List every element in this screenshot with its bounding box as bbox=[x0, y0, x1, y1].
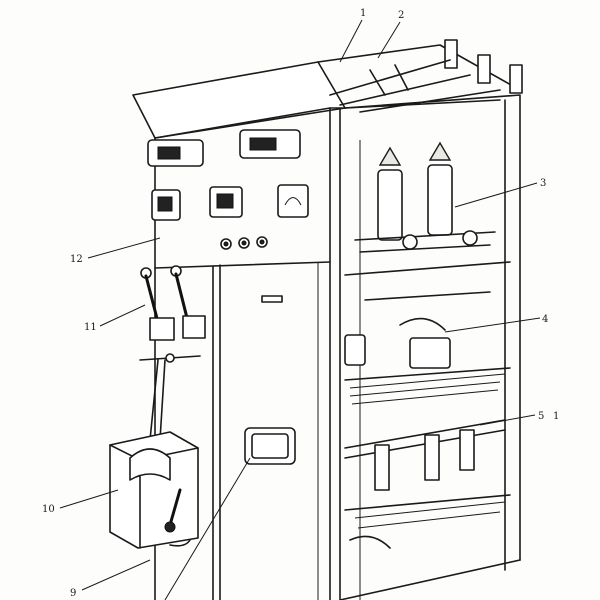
label-4: 4 bbox=[542, 314, 548, 325]
shelf-mid bbox=[344, 367, 511, 381]
crank-lever bbox=[168, 488, 182, 527]
label-3: 3 bbox=[540, 178, 546, 189]
interior-frame bbox=[339, 94, 521, 600]
cabinet-roof bbox=[132, 61, 346, 139]
label-2: 2 bbox=[398, 10, 404, 21]
instrument-panel bbox=[147, 129, 309, 250]
pole-1 bbox=[377, 169, 403, 241]
operating-handles bbox=[139, 265, 206, 441]
mechanism-box bbox=[109, 431, 199, 549]
small-slot bbox=[261, 295, 283, 303]
door-window bbox=[244, 295, 296, 465]
label-5: 5 bbox=[538, 411, 544, 422]
lower-disconnect bbox=[344, 419, 506, 549]
breaker-poles bbox=[354, 141, 496, 253]
label-11: 11 bbox=[84, 322, 97, 333]
leader-lines bbox=[59, 19, 541, 600]
shelf-top bbox=[344, 261, 511, 276]
current-transformers bbox=[344, 291, 491, 369]
label-1: 1 bbox=[360, 8, 366, 19]
indicator-3 bbox=[277, 184, 309, 218]
label-5-suffix: 1 bbox=[553, 411, 559, 422]
label-12: 12 bbox=[70, 254, 83, 265]
label-10: 10 bbox=[42, 504, 55, 515]
label-9: 9 bbox=[70, 588, 76, 599]
busbars-top bbox=[317, 39, 523, 113]
pole-2 bbox=[427, 164, 453, 236]
panel-divider bbox=[154, 261, 331, 269]
shelf-low bbox=[344, 494, 511, 511]
